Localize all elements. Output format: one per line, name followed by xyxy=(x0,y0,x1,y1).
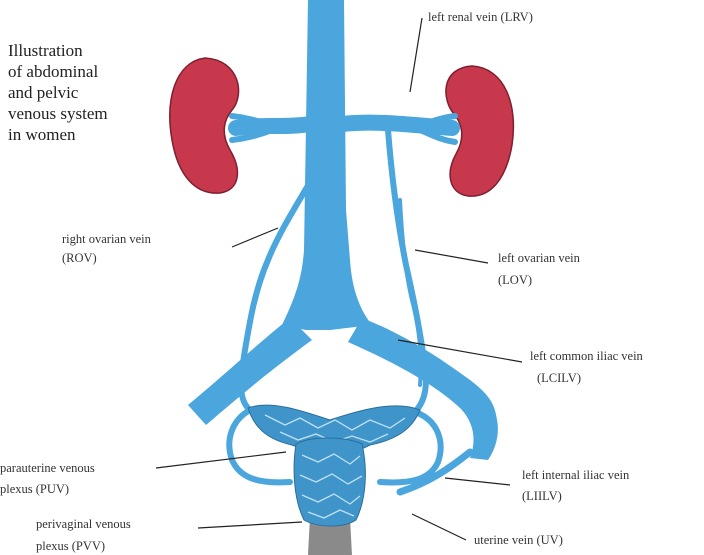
label-pvv-line1: perivaginal venous xyxy=(36,517,131,531)
inferior-vena-cava xyxy=(282,0,372,330)
label-lrv: left renal vein (LRV) xyxy=(428,10,533,24)
caption-line: of abdominal xyxy=(8,61,143,82)
label-lcilv-line2: (LCILV) xyxy=(537,371,581,385)
label-lov-line2: (LOV) xyxy=(498,273,532,287)
right-kidney xyxy=(170,58,239,193)
leader-liilv xyxy=(445,478,510,485)
diagram-caption: Illustration of abdominal and pelvic ven… xyxy=(8,40,143,145)
caption-line: in women xyxy=(8,124,143,145)
label-lcilv-line1: left common iliac vein xyxy=(530,349,644,363)
leader-puv xyxy=(156,452,286,468)
leader-rov xyxy=(232,228,278,247)
label-pvv-line2: plexus (PVV) xyxy=(36,539,105,553)
label-puv-line1: parauterine venous xyxy=(0,461,95,475)
caption-line: venous system xyxy=(8,103,143,124)
label-liilv-line1: left internal iliac vein xyxy=(522,468,630,482)
leader-uv xyxy=(412,514,466,540)
caption-line: and pelvic xyxy=(8,82,143,103)
label-rov-line2: (ROV) xyxy=(62,251,97,265)
label-lov-line1: left ovarian vein xyxy=(498,251,581,265)
label-rov-line1: right ovarian vein xyxy=(62,232,152,246)
leader-lov xyxy=(415,250,488,263)
caption-line: Illustration xyxy=(8,40,143,61)
leader-pvv xyxy=(198,522,302,528)
perivaginal-plexus xyxy=(294,438,365,526)
label-uv: uterine vein (UV) xyxy=(474,533,563,547)
leader-lrv xyxy=(410,18,422,92)
label-liilv-line2: (LIILV) xyxy=(522,489,562,503)
label-puv-line2: plexus (PUV) xyxy=(0,482,69,496)
